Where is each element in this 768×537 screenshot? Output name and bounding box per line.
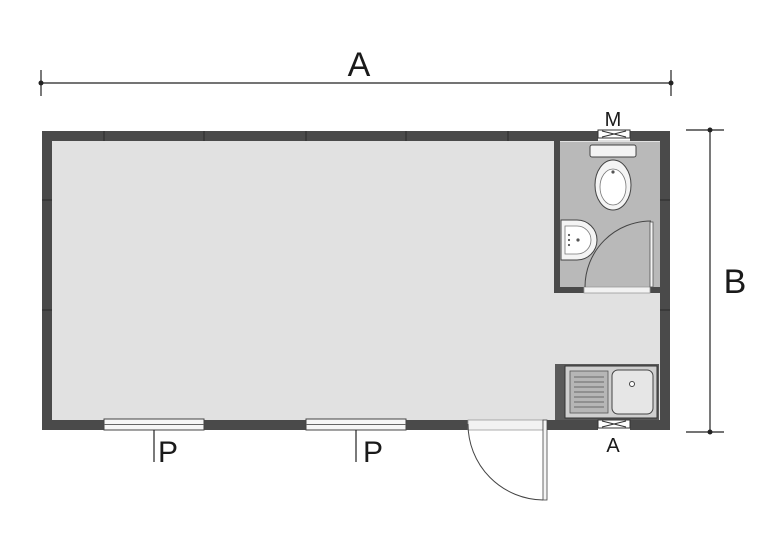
toilet-bowl-inner (599, 168, 627, 206)
bathroom-door-leaf (649, 221, 654, 288)
vent-label-top: M (605, 109, 622, 131)
vent-bottom-icon (597, 419, 631, 429)
wall-left (42, 131, 52, 430)
bathroom-wall-left (554, 141, 560, 293)
window-right (305, 418, 407, 462)
entrance-door[interactable] (467, 419, 548, 501)
wall-right (660, 131, 670, 430)
bathroom-walls (554, 141, 660, 293)
toilet-icon (589, 144, 637, 211)
entrance-door-swing-arc (467, 423, 544, 501)
sink-basin (611, 369, 654, 415)
entrance-door-threshold (467, 419, 544, 431)
washbasin-icon (560, 219, 598, 261)
window-label-left: P (158, 436, 178, 469)
wall-bottom-d (543, 420, 598, 430)
vent-top-icon (597, 129, 631, 139)
toilet-drain (611, 170, 615, 174)
kitchen-sink-icon (555, 364, 659, 420)
dimension-line-width (38, 70, 674, 96)
wall-bottom-c (406, 420, 468, 430)
vent-label-bottom: A (606, 435, 620, 457)
entrance-door-leaf (542, 419, 548, 501)
window-label-right: P (363, 436, 383, 469)
bathroom-door-threshold (583, 286, 651, 294)
wall-bottom-a (42, 420, 104, 430)
wall-bottom-b (204, 420, 306, 430)
bathroom-door-swing-arc (584, 220, 652, 288)
window-left (103, 418, 205, 462)
dimension-line-depth (686, 127, 724, 435)
wall-top (42, 131, 598, 141)
wall-bottom-e (630, 420, 670, 430)
dimension-label-depth: B (724, 263, 747, 301)
sink-drain (629, 381, 635, 387)
dimension-label-width: A (348, 46, 371, 84)
bathroom-wall-bottom (554, 287, 584, 293)
wall-panel-seams (42, 131, 670, 311)
exterior-walls (42, 131, 670, 430)
wall-top-right (630, 131, 670, 141)
toilet-tank (589, 144, 637, 158)
bathroom-door[interactable] (584, 220, 654, 288)
bathroom-wall-bottom-right (650, 287, 660, 293)
